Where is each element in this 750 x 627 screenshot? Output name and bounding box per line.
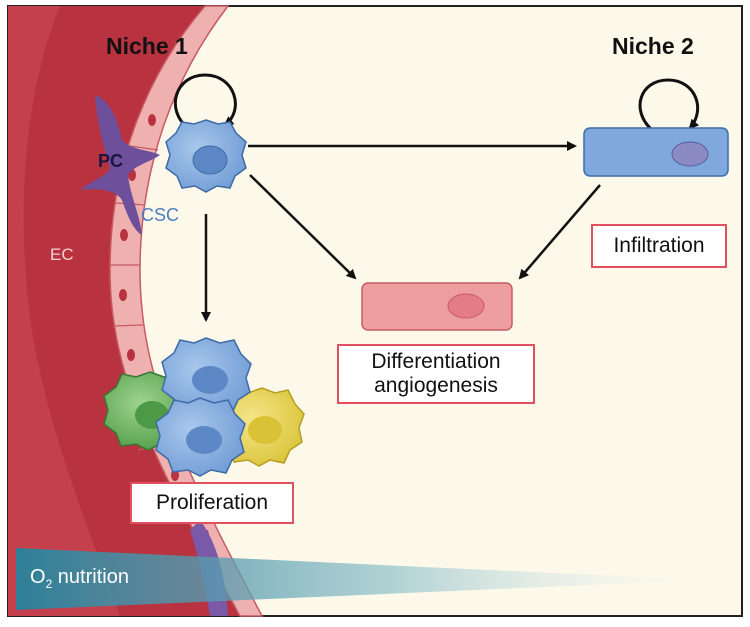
differentiation-box: Differentiation angiogenesis — [337, 344, 535, 404]
cancer-stem-cell — [165, 119, 247, 193]
o2-gradient-wedge — [16, 548, 705, 610]
o2-nutrition-label: O2 nutrition — [30, 566, 129, 591]
blue-tumor-cell-top — [161, 337, 252, 417]
ec-label: EC — [50, 245, 74, 264]
infiltration-box: Infiltration — [591, 224, 727, 268]
differentiation-label: Differentiation — [371, 350, 501, 373]
csc-label: CSC — [141, 205, 180, 225]
pc-label: PC — [98, 151, 124, 171]
self-renewal-loop-1 — [173, 73, 237, 130]
differentiated-cell — [361, 282, 513, 331]
blue-tumor-cell-front — [155, 397, 246, 477]
angiogenesis-label: angiogenesis — [374, 374, 498, 397]
o2-subscript: 2 — [45, 577, 53, 591]
niche2-cell — [583, 127, 729, 177]
arrow-csc-to-differentiation — [249, 174, 357, 280]
arrow-niche2-to-differentiation — [518, 184, 601, 280]
niche2-label: Niche 2 — [612, 33, 694, 59]
infiltration-label: Infiltration — [613, 234, 705, 257]
blood-vessel — [8, 6, 240, 616]
o2-suffix: nutrition — [52, 566, 129, 588]
vessel-highlight — [8, 6, 120, 616]
pericyte — [80, 95, 160, 235]
niche1-label: Niche 1 — [106, 33, 188, 59]
proliferation-box: Proliferation — [130, 482, 294, 524]
self-renewal-loop-2 — [638, 78, 700, 132]
o2-prefix: O — [30, 566, 46, 588]
proliferation-label: Proliferation — [155, 491, 269, 514]
proliferation-cluster — [103, 337, 305, 477]
